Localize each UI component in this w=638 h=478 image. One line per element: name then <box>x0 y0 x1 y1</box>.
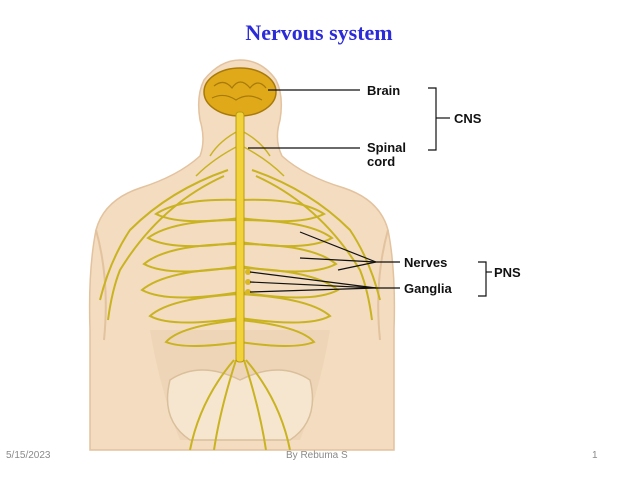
brain <box>203 67 277 117</box>
label-ganglia: Ganglia <box>404 281 452 296</box>
pelvis <box>166 369 314 441</box>
label-cns: CNS <box>454 111 482 126</box>
label-cord: cord <box>367 154 395 169</box>
ganglia <box>245 269 251 295</box>
spinal-cord <box>235 111 245 363</box>
label-brain: Brain <box>367 83 400 98</box>
footer-page-number: 1 <box>592 450 598 461</box>
label-spinal: Spinal <box>367 140 406 155</box>
slide-title: Nervous system <box>245 20 393 45</box>
leader-lines <box>248 87 492 297</box>
label-nerves: Nerves <box>404 255 447 270</box>
label-pns: PNS <box>494 265 521 280</box>
footer-date: 5/15/2023 <box>6 450 51 461</box>
footer-author: By Rebuma S <box>286 450 348 461</box>
limb-nerves <box>99 169 381 451</box>
intercostal-nerves <box>140 198 340 347</box>
